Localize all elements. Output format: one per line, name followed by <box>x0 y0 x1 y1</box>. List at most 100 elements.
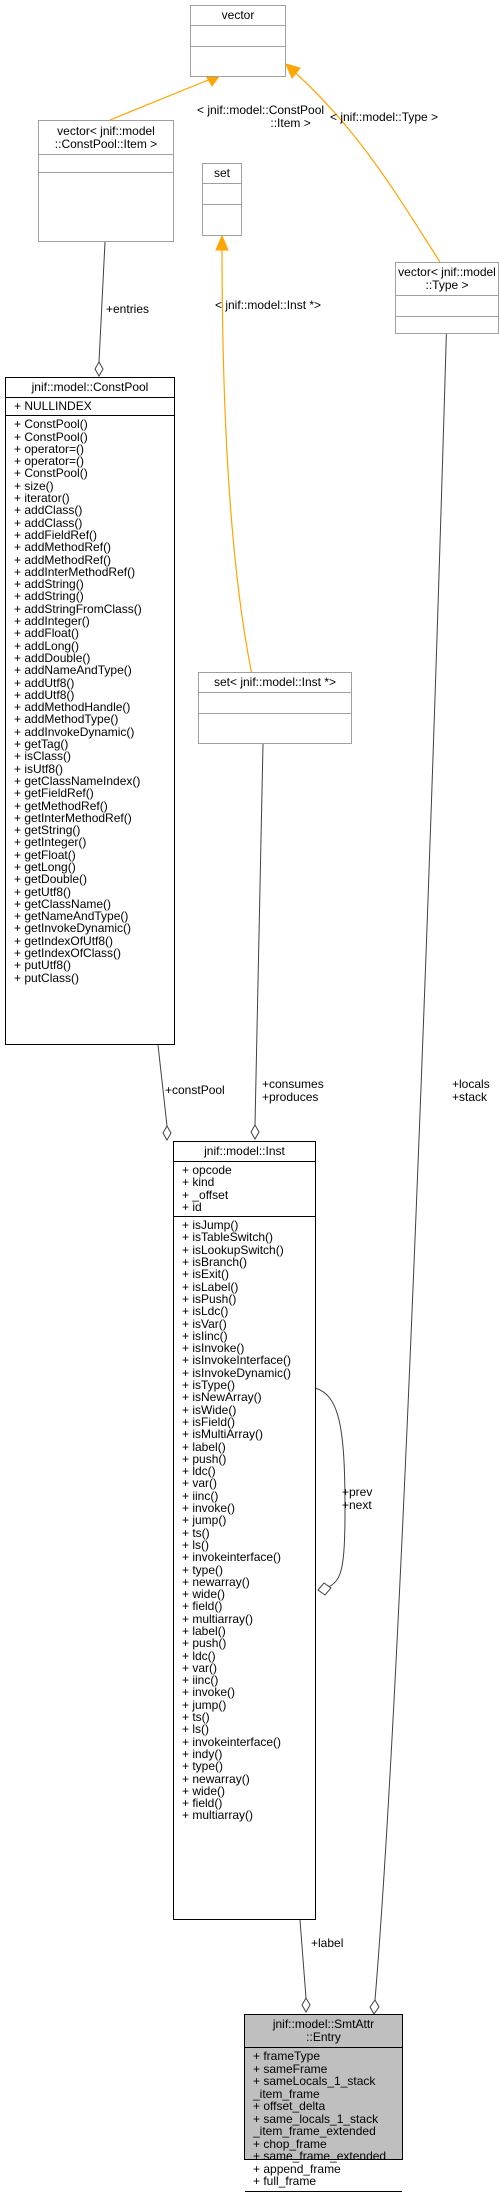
class-vector[interactable]: vector <box>190 5 286 77</box>
class-attributes <box>39 154 173 172</box>
class-methods: + ConstPool()+ ConstPool()+ operator=()+… <box>6 415 174 987</box>
class-member: + label() <box>182 1623 226 1638</box>
class-member: + isMultiArray() <box>182 1427 264 1442</box>
class-member: + isClass() <box>14 749 72 764</box>
edge-label <box>299 1919 307 1999</box>
class-member: + iinc() <box>182 1673 219 1688</box>
class-member: + invokeinterface() <box>182 1734 282 1749</box>
class-member: + iinc() <box>182 1488 219 1503</box>
class-member: + invoke() <box>182 1501 236 1516</box>
class-member: + iterator() <box>14 491 70 506</box>
class-member: + addMethodRef() <box>14 540 112 555</box>
class-vector-constpool-item[interactable]: vector< jnif::model ::ConstPool::Item > <box>38 120 174 242</box>
class-title: set< jnif::model::Inst *> <box>199 673 351 692</box>
class-inst[interactable]: jnif::model::Inst + opcode+ kind+ _offse… <box>173 1141 316 1920</box>
class-member: + newarray() <box>182 1574 250 1589</box>
class-member: + ConstPool() <box>14 466 88 481</box>
class-member: + getClassNameIndex() <box>14 773 141 788</box>
class-title: vector< jnif::model ::ConstPool::Item > <box>39 121 173 154</box>
class-member: + isInvoke() <box>182 1341 245 1356</box>
class-member: + getMethodRef() <box>14 798 108 813</box>
class-member: + ConstPool() <box>14 429 88 444</box>
edge-label-line: < jnif::model::Type > <box>330 110 439 124</box>
class-member: + addString() <box>14 589 84 604</box>
arrowhead-vector-type <box>285 63 301 79</box>
edge-layer <box>94 63 448 2015</box>
class-member: + newarray() <box>182 1771 250 1786</box>
class-member: + frameType <box>253 2049 321 2063</box>
edge-label-line: +prev <box>342 1485 373 1499</box>
class-member: + invoke() <box>182 1685 236 1700</box>
class-title-line: vector <box>221 8 255 22</box>
class-member: + isBranch() <box>182 1255 248 1270</box>
class-member: + type() <box>182 1759 224 1774</box>
class-title: jnif::model::ConstPool <box>6 378 174 397</box>
edge-label-prev-next: +prev +next <box>342 1486 372 1512</box>
class-smtattr-entry[interactable]: jnif::model::SmtAttr ::Entry + frameType… <box>244 2014 403 2192</box>
class-member: + addInterMethodRef() <box>14 564 136 579</box>
class-member: + ldc() <box>182 1648 216 1663</box>
class-member: + isExit() <box>182 1267 230 1282</box>
class-member: + getFloat() <box>14 847 76 862</box>
class-member: + getString() <box>14 823 81 838</box>
class-member: + var() <box>182 1660 218 1675</box>
class-member: + isType() <box>182 1378 236 1393</box>
class-attributes: + opcode+ kind+ _offset+ id <box>174 1161 315 1216</box>
class-member: + ts() <box>182 1525 210 1540</box>
class-methods <box>203 204 241 225</box>
class-title-line: ::ConstPool::Item > <box>54 137 158 151</box>
class-title-line: jnif::model::ConstPool <box>31 380 149 394</box>
class-member: + isInvokeDynamic() <box>182 1365 292 1380</box>
edge-constpool <box>157 1044 168 1127</box>
class-member: + multiarray() <box>182 1611 254 1626</box>
class-member: + getInteger() <box>14 835 87 850</box>
class-member: + invokeinterface() <box>182 1550 282 1565</box>
edge-item-vector-to-vector <box>109 75 219 121</box>
edge-label-constpool-ref: +constPool <box>165 1084 225 1097</box>
edge-label-line: +consumes <box>262 1077 324 1091</box>
edge-label-line: ::Item > <box>270 116 311 130</box>
class-member: + addString() <box>14 577 84 592</box>
edge-label-constpool-item: < jnif::model::ConstPool ::Item > <box>197 104 324 130</box>
class-member: + putUtf8() <box>14 958 72 973</box>
class-member: + push() <box>182 1451 227 1466</box>
class-member: + label() <box>182 1439 226 1454</box>
class-member: + wide() <box>182 1587 226 1602</box>
diamond-label <box>301 1996 311 2014</box>
class-member: + isWide() <box>182 1402 237 1417</box>
class-member: + getTag() <box>14 737 69 752</box>
class-member: + field() <box>182 1796 223 1811</box>
diamond-entries <box>94 360 104 378</box>
class-vector-type[interactable]: vector< jnif::model ::Type > <box>395 262 499 334</box>
class-member: + push() <box>182 1636 227 1651</box>
class-member: + isLabel() <box>182 1279 239 1294</box>
class-set-inst[interactable]: set< jnif::model::Inst *> <box>198 672 352 744</box>
class-member: + getIndexOfClass() <box>14 946 122 961</box>
diamond-locals-stack <box>369 1999 380 2015</box>
edge-label-label: +label <box>311 1937 343 1950</box>
class-member: + getInvokeDynamic() <box>14 921 132 936</box>
class-member: + sameLocals_1_stack <box>253 2074 376 2088</box>
edge-label-inst-ptr: < jnif::model::Inst *> <box>215 299 321 312</box>
class-member: + addClass() <box>14 503 83 518</box>
class-member: + size() <box>14 478 54 493</box>
class-member: + isLookupSwitch() <box>182 1242 284 1257</box>
class-member: + getClassName() <box>14 896 112 911</box>
class-member: + addMethodRef() <box>14 552 112 567</box>
class-constpool[interactable]: jnif::model::ConstPool + NULLINDEX + Con… <box>5 377 175 1045</box>
edge-label-line: +locals <box>452 1077 490 1091</box>
class-title-line: jnif::model::SmtAttr <box>272 2017 375 2031</box>
edge-label-line: < jnif::model::Inst *> <box>215 298 322 312</box>
class-member: + addInvokeDynamic() <box>14 724 135 739</box>
edge-label-line: < jnif::model::ConstPool <box>197 103 325 117</box>
class-member: + addStringFromClass() <box>14 601 142 616</box>
class-member: + sameFrame <box>253 2061 328 2076</box>
diamond-prev-next <box>317 1582 332 1596</box>
class-member: _item_frame_extended <box>253 2124 376 2138</box>
class-member: + offset_delta <box>253 2099 326 2113</box>
class-title: vector< jnif::model ::Type > <box>396 263 498 295</box>
diamond-constpool <box>162 1124 172 1142</box>
edge-label-line: +constPool <box>165 1083 225 1097</box>
arrowhead-set-inst <box>215 234 229 251</box>
class-set[interactable]: set <box>202 163 242 236</box>
